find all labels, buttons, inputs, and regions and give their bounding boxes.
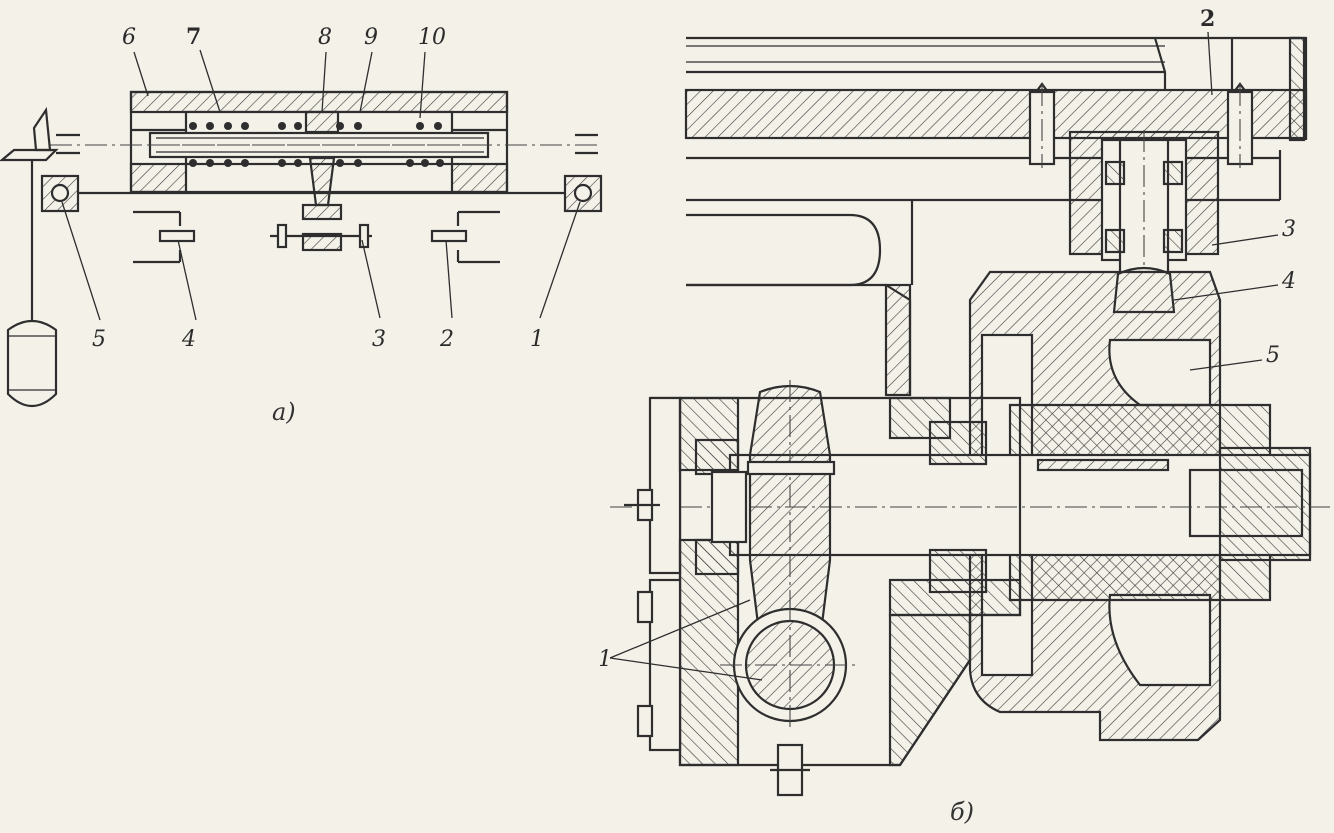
label-3: 3 bbox=[372, 327, 386, 352]
label-2: 2 bbox=[439, 327, 454, 352]
label-5: 5 bbox=[92, 327, 106, 352]
figure-b: 2 3 4 5 1 б) bbox=[600, 0, 1334, 833]
table-frame bbox=[684, 36, 1308, 285]
caption-b: б) bbox=[950, 798, 974, 826]
float-lever bbox=[0, 106, 598, 408]
label-b-4: 4 bbox=[1281, 269, 1296, 294]
label-6: 6 bbox=[122, 25, 136, 50]
figure-b-drawing: 2 3 4 5 1 б) bbox=[600, 6, 1330, 826]
label-8: 8 bbox=[318, 25, 332, 50]
figure-a: 6 7 8 9 10 5 4 3 2 1 a) bbox=[0, 0, 640, 460]
figure-a-drawing: 6 7 8 9 10 5 4 3 2 1 a) bbox=[0, 24, 603, 426]
label-4: 4 bbox=[181, 327, 196, 352]
label-b-3: 3 bbox=[1282, 217, 1296, 242]
switch-4 bbox=[133, 210, 196, 264]
label-1: 1 bbox=[530, 327, 544, 352]
table-bolts bbox=[1028, 82, 1254, 168]
leaders-b bbox=[609, 31, 1279, 681]
switch-2 bbox=[430, 210, 500, 264]
label-b-1: 1 bbox=[600, 647, 612, 672]
leaders-a bbox=[61, 49, 581, 321]
label-9: 9 bbox=[364, 25, 378, 50]
worm-gear bbox=[720, 380, 860, 730]
label-7: 7 bbox=[186, 24, 201, 50]
shaft-bearings bbox=[694, 420, 988, 594]
label-10: 10 bbox=[418, 25, 446, 50]
housing-bolts bbox=[624, 488, 810, 797]
left-structure bbox=[686, 213, 912, 397]
label-b-2: 2 bbox=[1200, 6, 1215, 32]
caption-a: a) bbox=[272, 398, 296, 426]
block-1 bbox=[563, 174, 603, 213]
label-b-5: 5 bbox=[1266, 343, 1280, 368]
